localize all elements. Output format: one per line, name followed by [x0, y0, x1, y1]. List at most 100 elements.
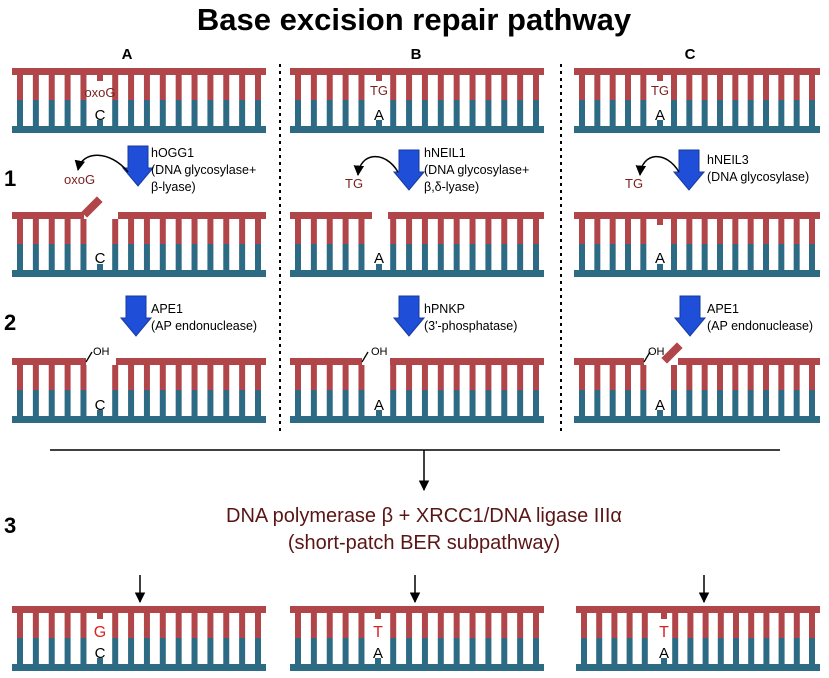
dna-b-row3-base-top: [358, 365, 365, 390]
dna-b-row2-top-strand-left: [290, 212, 372, 219]
dna-c-row2-base-pair: [579, 219, 585, 270]
dna-c-row4-base-top: [687, 613, 694, 638]
dna-b-row3-base-pair: [485, 365, 492, 416]
dna-c-row2-base-bottom: [640, 244, 647, 270]
dna-c-row1-base-bottom: [594, 100, 601, 126]
dna-b-row1-base-pair: [517, 75, 524, 126]
dna-c-row1-base-top: [625, 75, 631, 100]
dna-c-row1-base-top: [609, 75, 616, 100]
dna-c-row2-base-pair: [594, 219, 601, 270]
panel-b-repaired-opposite: A: [373, 645, 383, 662]
dna-c-row3-base-pair: [609, 365, 616, 416]
dna-a-row4-base-top: [48, 613, 55, 638]
dna-a-row3-base-pair: [143, 365, 150, 416]
dna-a-row1-lesion-stub: [97, 75, 103, 81]
dna-b-row3-base-top: [485, 365, 492, 390]
dna-c-row1-base-top: [732, 75, 739, 100]
dna-c-row1-base-bottom: [809, 100, 815, 126]
step3-enzymes: DNA polymerase β + XRCC1/DNA ligase IIIα: [226, 505, 622, 527]
dna-a-row1-base-pair: [143, 75, 150, 126]
dna-a-row1-base-bottom: [143, 100, 150, 126]
dna-b-row2-top-strand-right: [388, 212, 544, 219]
dna-c-row2-top-strand: [574, 212, 820, 219]
dna-a-row1-base-bottom: [64, 100, 71, 126]
dna-a-row2-base-top: [239, 219, 246, 244]
dna-c-row4-base-pair: [581, 613, 587, 664]
panel-b-step1-opposite-base: A: [374, 250, 384, 267]
dna-a-row4-base-bottom: [143, 638, 150, 664]
dna-a-row3-top-strand-right: [116, 358, 266, 365]
dna-c-row3-base-pair: [625, 365, 631, 416]
dna-c-row3-opposite-stub: [657, 410, 663, 416]
dna-a-row3-base-bottom: [32, 390, 39, 416]
dna-a-row2-base-top: [207, 219, 214, 244]
dna-c-row1-base-pair: [594, 75, 601, 126]
dna-c-row1-base-top: [701, 75, 708, 100]
dna-a-row2-base-bottom: [175, 244, 182, 270]
dna-c-row3-base-top: [640, 365, 647, 390]
dna-b-row3-base-pair: [517, 365, 524, 416]
dna-b-row4-base-top: [342, 613, 349, 638]
dna-c-row3-base-bottom: [686, 390, 693, 416]
dna-c-row1-base-bottom: [763, 100, 769, 126]
dna-b-row4-base-pair: [453, 613, 460, 664]
dna-a-row1-base-pair: [175, 75, 182, 126]
dna-c-row1-base-top: [717, 75, 723, 100]
column-header-c: C: [685, 46, 696, 63]
dna-a-row2-base-top: [191, 219, 198, 244]
panel-a-step1-opposite-base: C: [95, 250, 106, 267]
panel-a-released-base: oxoG: [64, 172, 95, 187]
dna-b-row4-base-bottom: [310, 638, 317, 664]
dna-c-row4-base-top: [763, 613, 770, 638]
panel-b-step1-enzyme: hNEIL1: [424, 146, 466, 160]
panel-c-repaired-opposite: A: [659, 645, 669, 662]
dna-c-row4-base-pair: [717, 613, 724, 664]
panel-b-repaired-base: T: [373, 624, 383, 641]
dna-b-row2-bottom-strand: [290, 270, 544, 277]
dna-a-row1-base-top: [159, 75, 166, 100]
dna-b-row4-base-top: [358, 613, 365, 638]
dna-a-row4-base-bottom: [17, 638, 23, 664]
dna-a-row2-base-bottom: [143, 244, 150, 270]
dna-c-row4-base-top: [793, 613, 800, 638]
dna-b-row3-base-bottom: [517, 390, 524, 416]
dna-c-row1-base-top: [594, 75, 601, 100]
dna-b-row3-base-top: [453, 365, 460, 390]
dna-a-row2-base-pair: [255, 219, 261, 270]
dna-c-row2-base-bottom: [671, 244, 677, 270]
panel-c-step2-opposite-base: A: [655, 397, 665, 414]
dna-c-row3-bottom-strand: [574, 416, 820, 423]
dna-c-row4-base-bottom: [717, 638, 724, 664]
dna-c-row1-base-top: [793, 75, 800, 100]
dna-b-row4-base-top: [437, 613, 444, 638]
dna-c-row3-base-top: [732, 365, 739, 390]
dna-c-row1-base-pair: [717, 75, 723, 126]
dna-c-row3-base-bottom: [717, 390, 723, 416]
dna-c-row1-opposite-stub: [657, 120, 663, 126]
dna-c-row4-base-bottom: [626, 638, 633, 664]
dna-a-row4-base-top: [17, 613, 23, 638]
dna-c-row3-base-bottom: [579, 390, 585, 416]
dna-c-row3-base-top: [763, 365, 769, 390]
dna-b-row1-base-top: [533, 75, 539, 100]
dna-c-row1-base-pair: [809, 75, 815, 126]
dna-b-row4-base-pair: [421, 613, 428, 664]
panel-c-step1-enzyme: hNEIL3: [707, 153, 749, 167]
dna-b-row3-base-pair: [310, 365, 317, 416]
dna-b-row4-base-pair: [437, 613, 444, 664]
dna-c-row1-base-bottom: [732, 100, 739, 126]
dna-c-row3-base-bottom: [763, 390, 769, 416]
dna-c-row2-base-bottom: [625, 244, 631, 270]
dna-c-row3-base-top: [809, 365, 815, 390]
dna-c-row4-base-bottom: [581, 638, 587, 664]
dna-b-row4-base-bottom: [326, 638, 333, 664]
dna-a-row1-base-bottom: [255, 100, 261, 126]
dna-a-row3-base-top: [48, 365, 55, 390]
panel-c-repaired-base: T: [659, 624, 669, 641]
dna-c-row2-lesion-stub: [657, 219, 663, 225]
dna-b-row4-base-pair: [358, 613, 365, 664]
dna-a-row4-base-bottom: [48, 638, 55, 664]
blue-arrow-a-step2: [119, 295, 153, 337]
dna-c-row3-base-top: [778, 365, 785, 390]
panel-a-lesion-label: oxoG: [84, 85, 115, 100]
